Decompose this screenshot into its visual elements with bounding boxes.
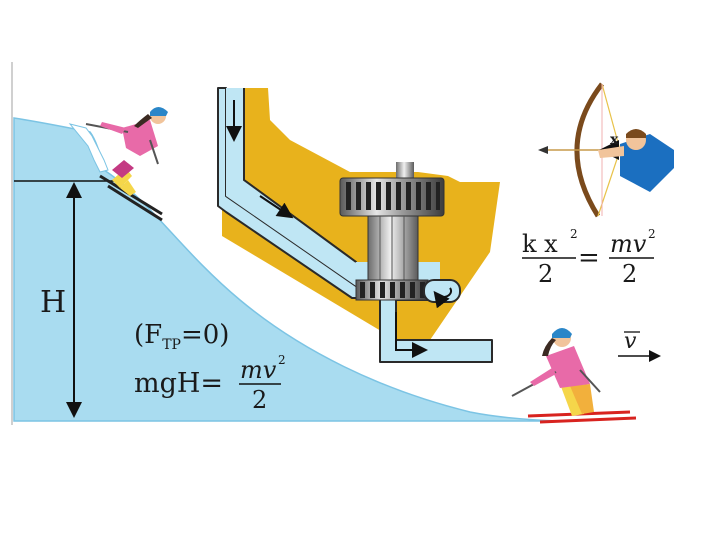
displacement-label: x [610,132,619,148]
velocity-label: v [624,329,637,354]
potential-energy-denominator: 2 [252,386,267,414]
skier-flat-icon [512,328,636,422]
kinetic-energy-denominator: 2 [622,260,637,288]
archer-icon: x [538,84,674,216]
kinetic-energy-power: 2 [648,227,656,241]
spring-energy-numerator: k x [522,230,558,258]
potential-energy-power: 2 [278,353,286,367]
equals-sign: = [578,243,600,273]
kinetic-energy-numerator: mv [610,230,647,258]
friction-formula: (FТР=0) [134,320,229,353]
spring-energy-power: 2 [570,227,578,241]
potential-energy-numerator: mv [240,356,277,384]
spring-energy-formula: k x 2 2 = mv 2 2 [522,227,656,288]
velocity-vector: v [618,329,658,356]
spring-energy-denominator: 2 [538,260,553,288]
height-label: H [40,285,66,320]
potential-energy-lhs: mgH= [134,368,223,399]
